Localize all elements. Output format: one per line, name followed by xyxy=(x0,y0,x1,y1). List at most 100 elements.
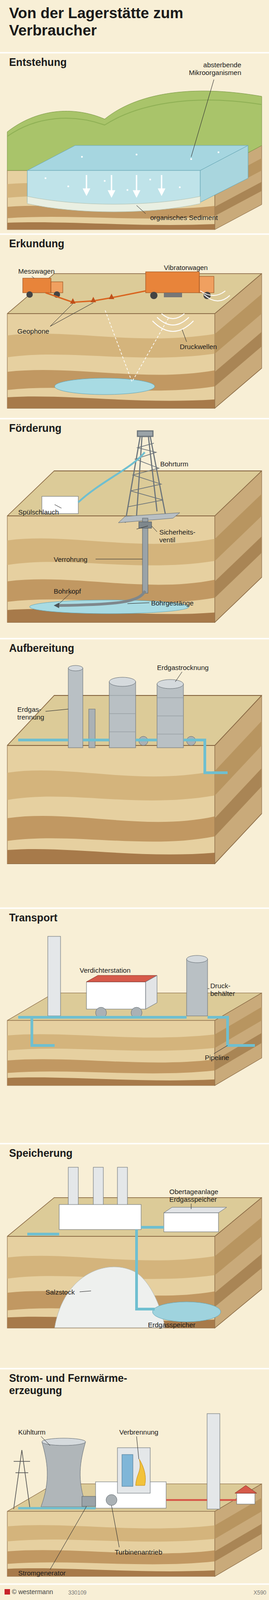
house-roof xyxy=(234,1487,257,1496)
chimney xyxy=(93,1168,104,1208)
leader-line xyxy=(136,1438,139,1462)
geophone xyxy=(70,298,76,305)
leader-line xyxy=(191,79,214,158)
column-ring xyxy=(109,732,136,734)
cooling-tower-top xyxy=(41,1440,86,1448)
part-label: Turbinenantrieb xyxy=(114,1550,179,1559)
panel-heading: Erkundung xyxy=(9,238,146,251)
leader-line xyxy=(191,1205,192,1211)
part-label: Bohrkopf xyxy=(53,588,104,596)
separator-line xyxy=(0,908,269,911)
sediment-layer xyxy=(27,196,201,213)
drying-column xyxy=(157,680,184,749)
diagram-title: Von der Lagerstätte zum Verbraucher xyxy=(9,4,228,40)
panel-band: Aufbereitung xyxy=(0,640,269,909)
turbine xyxy=(106,1496,117,1508)
chimney xyxy=(117,1168,128,1208)
panel-heading: Strom- und Fernwärme- erzeugung xyxy=(9,1374,139,1399)
wave-path xyxy=(104,309,169,383)
column-body xyxy=(157,685,184,749)
pipeline xyxy=(18,1018,255,1047)
leader-line xyxy=(50,304,73,327)
part-label: Erdgasspeicher xyxy=(147,1322,212,1331)
part-label: Geophone xyxy=(17,327,68,336)
particle xyxy=(126,189,129,192)
part-label: Bohrturm xyxy=(160,460,211,469)
arrow-shaft xyxy=(111,175,113,193)
facility-roof xyxy=(163,1208,227,1215)
derrick xyxy=(125,431,167,524)
particle xyxy=(190,158,193,161)
leader-line xyxy=(50,1508,87,1572)
part-label: Kühlturm xyxy=(18,1430,64,1438)
leader-line xyxy=(207,989,210,991)
panel-band: Erkundung xyxy=(0,235,269,419)
leader-line xyxy=(79,1292,92,1294)
leader-line xyxy=(136,205,146,214)
surface-facility xyxy=(163,1214,219,1234)
gas-pipe xyxy=(27,1228,164,1311)
leader-line xyxy=(175,672,183,683)
particle xyxy=(149,178,152,181)
arrow-shaft xyxy=(161,175,163,191)
hill-contour xyxy=(7,100,262,137)
district-heating-pipe xyxy=(166,1501,237,1503)
panel-band: Förderung xyxy=(0,420,269,639)
leader-line xyxy=(182,329,187,343)
part-label: Spülschlauch xyxy=(18,508,73,517)
vibrator-plate xyxy=(163,293,183,298)
part-label: Verdichterstation xyxy=(79,967,148,976)
part-label: Vibratorwagen xyxy=(163,263,228,272)
panel-heading: Speicherung xyxy=(9,1148,146,1162)
particle xyxy=(217,151,220,154)
small-stack xyxy=(88,710,96,749)
pylon-arm xyxy=(15,1474,29,1476)
publisher-logo xyxy=(4,1591,11,1597)
leader-line xyxy=(151,526,158,533)
derrick-frame xyxy=(125,436,167,524)
part-label: Verbrennung xyxy=(119,1430,174,1438)
gas-pipe xyxy=(18,741,228,774)
geophone xyxy=(108,294,115,300)
leader-line xyxy=(213,1046,228,1056)
panel-band: Speicherung xyxy=(0,1146,269,1370)
particle xyxy=(178,186,181,189)
chimney xyxy=(47,937,61,1018)
station-side xyxy=(145,976,158,1011)
station-roof xyxy=(86,976,158,984)
salt-dome xyxy=(54,1268,165,1330)
measuring-truck xyxy=(22,278,63,299)
panel-band: Entstehung xyxy=(0,53,269,234)
column-ring xyxy=(109,714,136,716)
part-label: Messwagen xyxy=(18,267,73,276)
cooling-tower xyxy=(40,1443,87,1509)
part-label: Salzstock xyxy=(45,1289,92,1298)
derrick-bracing xyxy=(127,443,163,508)
separators xyxy=(0,52,269,1587)
part-label: Erdgas- trennung xyxy=(17,706,54,722)
crown-block xyxy=(137,431,153,437)
boiler-house xyxy=(117,1449,151,1496)
part-label: Stromgenerator xyxy=(18,1571,82,1579)
part-label: Druck- behälter xyxy=(210,983,249,999)
particle xyxy=(135,153,138,156)
ground-block xyxy=(7,274,262,409)
vibrator-truck xyxy=(145,272,214,300)
leader-line xyxy=(31,276,35,279)
vessel-top xyxy=(186,956,208,965)
generator xyxy=(81,1498,96,1509)
leader-line xyxy=(136,526,148,530)
column-ring xyxy=(157,735,184,736)
pylon-arm xyxy=(13,1462,31,1464)
part-label: 330109 xyxy=(68,1591,105,1599)
separator-line xyxy=(0,418,269,421)
leader-line xyxy=(40,1438,51,1448)
flame xyxy=(135,1461,146,1488)
truck-body xyxy=(22,278,51,294)
separator-line xyxy=(0,1585,269,1588)
separator-line xyxy=(0,233,269,236)
column-top xyxy=(68,666,83,672)
part-label: Sicherheits- ventil xyxy=(159,528,203,545)
separation-column xyxy=(68,666,96,749)
gas-pipe xyxy=(18,1509,96,1512)
